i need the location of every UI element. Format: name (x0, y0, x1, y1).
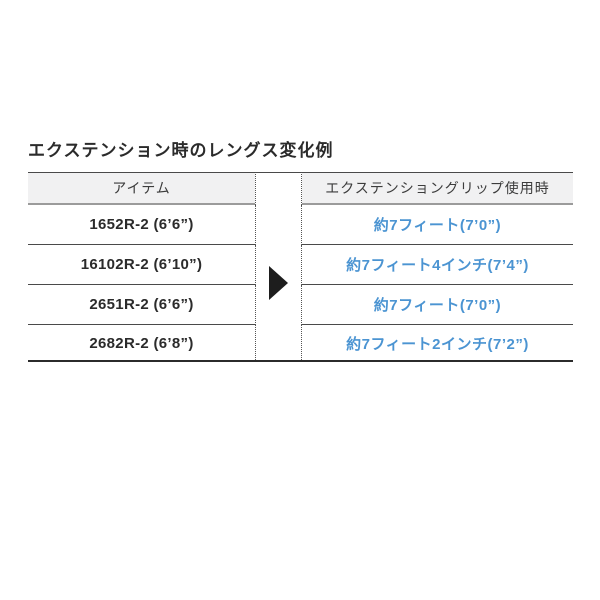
right-arrow-icon (269, 266, 288, 300)
middle-gap (255, 205, 302, 245)
table-row-value: 約7フィート(7’0”) (302, 205, 573, 245)
table-top-border (28, 172, 573, 173)
middle-gap-header (255, 172, 302, 205)
table-row-item: 16102R-2 (6’10”) (28, 245, 255, 285)
table-row-value: 約7フィート2インチ(7’2”) (346, 336, 529, 353)
middle-gap (255, 325, 302, 362)
table-bottom-border (28, 360, 573, 362)
table-row-value: 約7フィート4インチ(7’4”) (302, 245, 573, 285)
table-row-item: 1652R-2 (6’6”) (28, 205, 255, 245)
table-row-item: 2651R-2 (6’6”) (28, 285, 255, 325)
table-row-item: 2682R-2 (6’8”) (89, 335, 194, 352)
column-header-extension: エクステンショングリップ使用時 (302, 172, 573, 205)
length-change-table: アイテム エクステンショングリップ使用時 1652R-2 (6’6”) 約7フィ… (28, 172, 573, 362)
page-title: エクステンション時のレングス変化例 (28, 141, 334, 160)
table-row-value: 約7フィート(7’0”) (302, 285, 573, 325)
column-header-item: アイテム (28, 172, 255, 205)
